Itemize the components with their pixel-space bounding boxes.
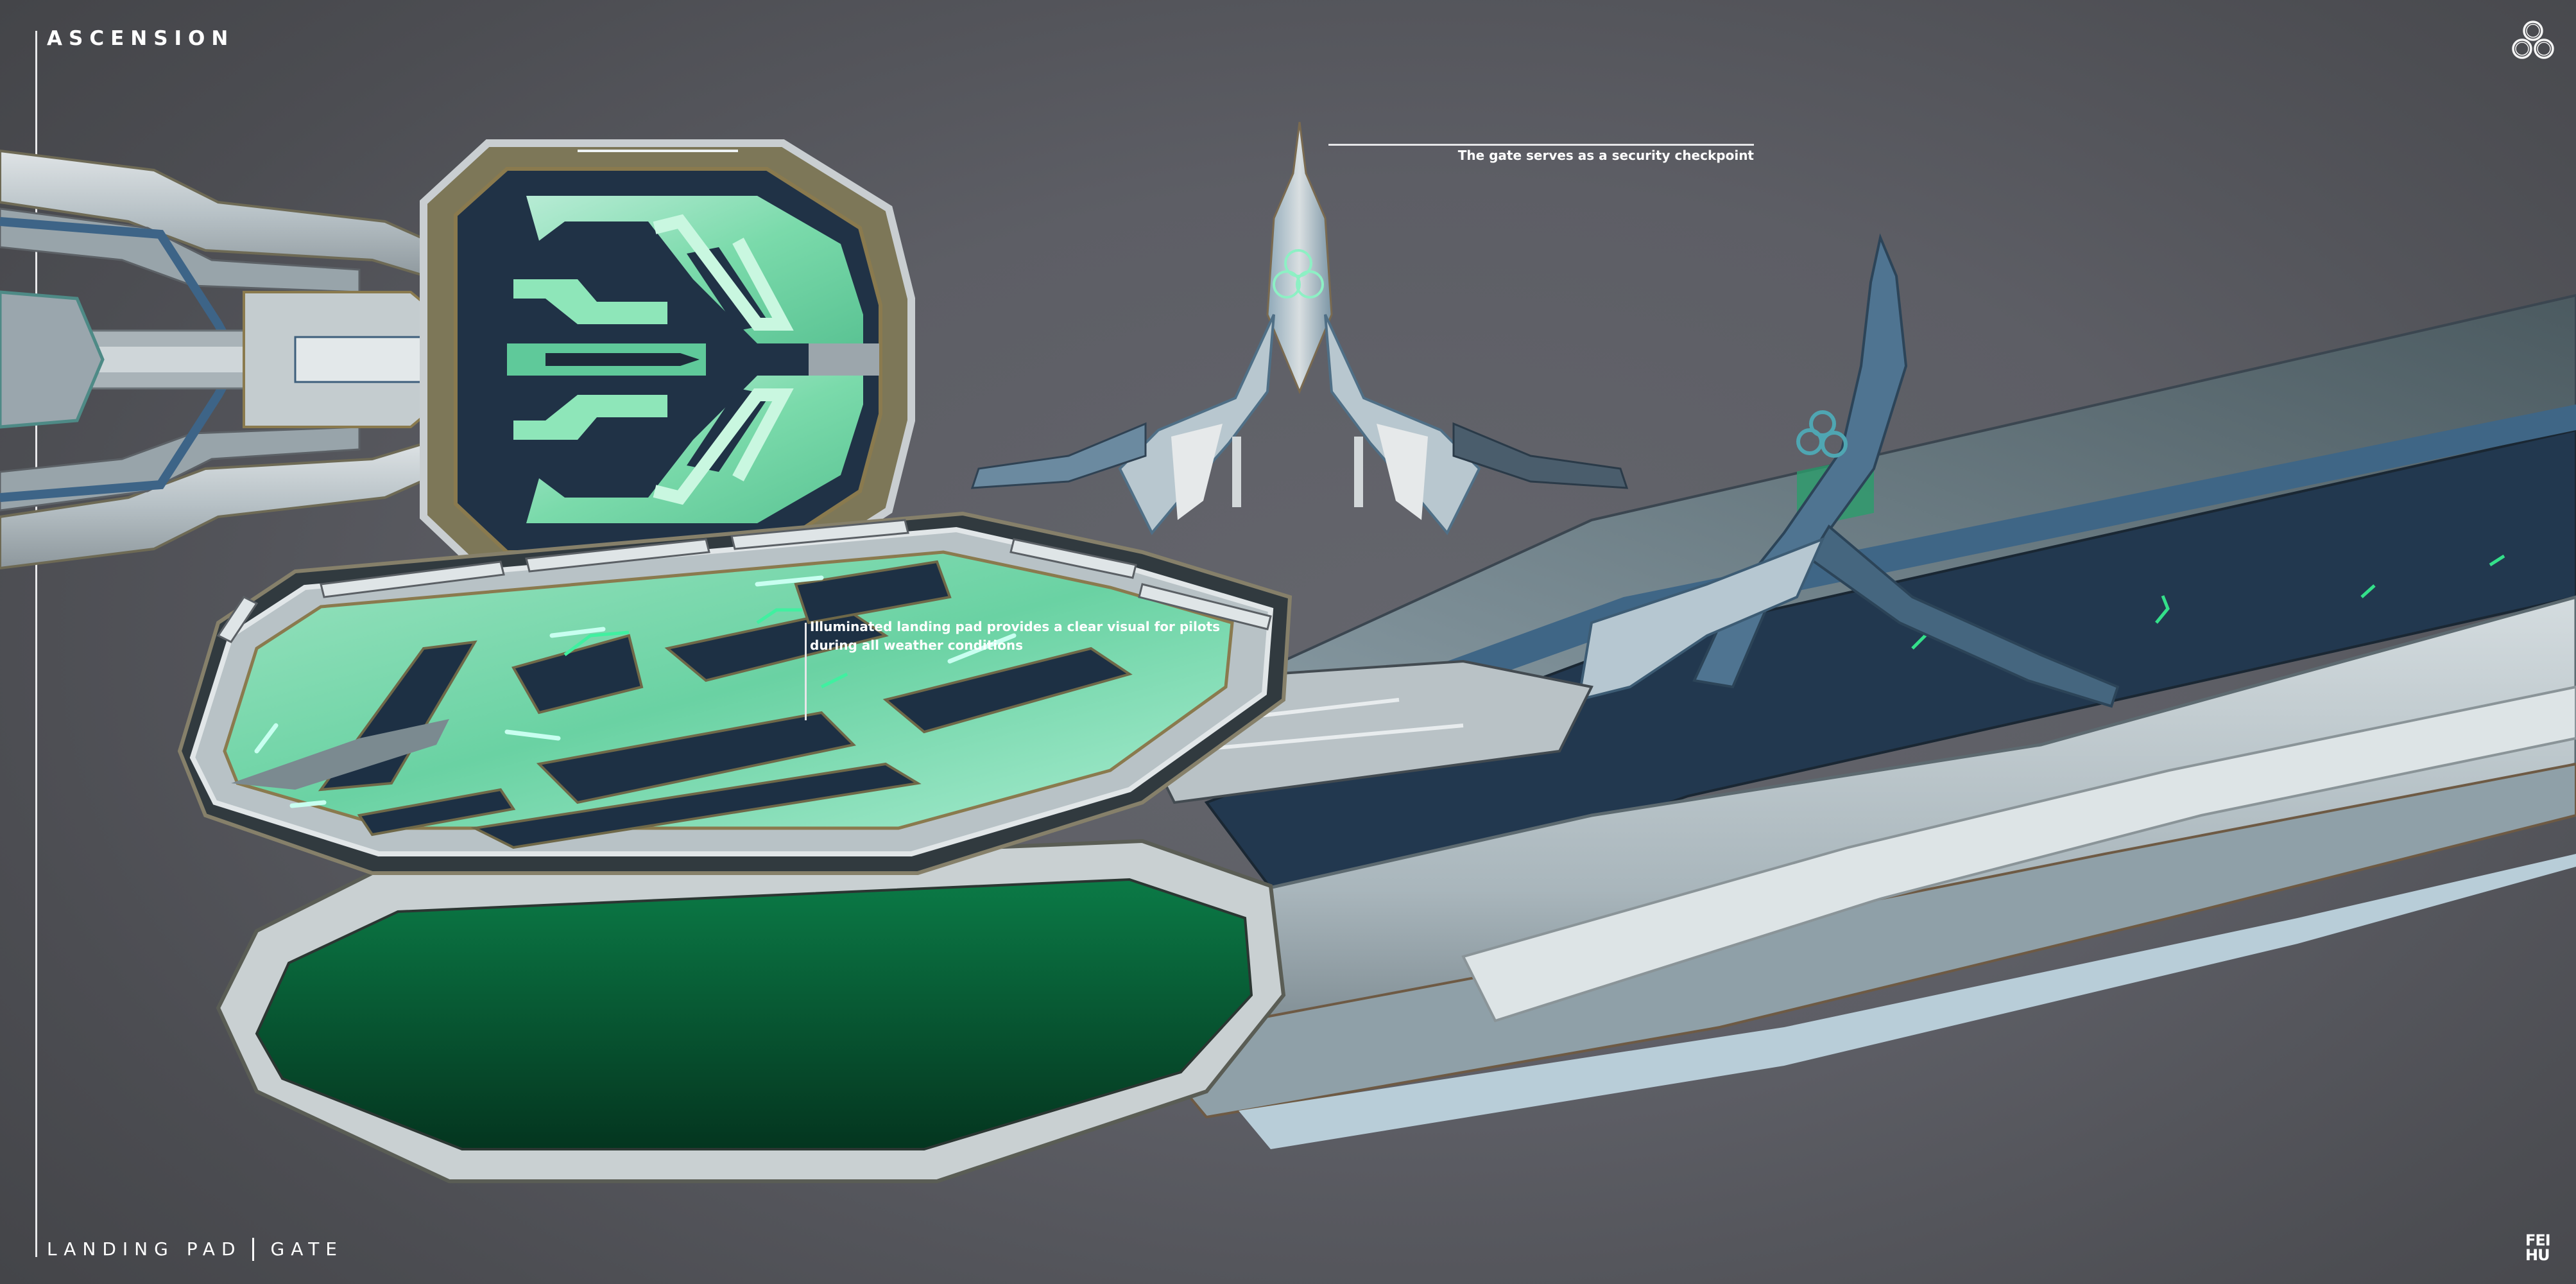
sheet-title-landing-pad: LANDING PAD <box>47 1238 242 1260</box>
gate-callout-text: The gate serves as a security checkpoint <box>1457 148 1754 163</box>
top-view-render <box>0 139 915 582</box>
perspective-view-render <box>177 233 2576 1183</box>
signature-line-1: FEI <box>2525 1231 2551 1249</box>
gate-callout-line <box>1328 144 1754 146</box>
pad-callout-line <box>805 623 807 720</box>
sheet-title-gate: GATE <box>270 1238 343 1260</box>
project-title: ASCENSION <box>47 27 235 50</box>
gate-front-view-render <box>970 121 1629 535</box>
pad-callout-text: Illuminated landing pad provides a clear… <box>810 619 1221 653</box>
frame-divider-line <box>35 31 37 1257</box>
triple-ring-logo-icon <box>2512 21 2554 59</box>
artist-signature: FEI HU <box>2525 1233 2557 1263</box>
sheet-title: LANDING PAD GATE <box>47 1238 343 1261</box>
signature-line-2: HU <box>2525 1246 2550 1264</box>
title-separator <box>252 1238 254 1261</box>
